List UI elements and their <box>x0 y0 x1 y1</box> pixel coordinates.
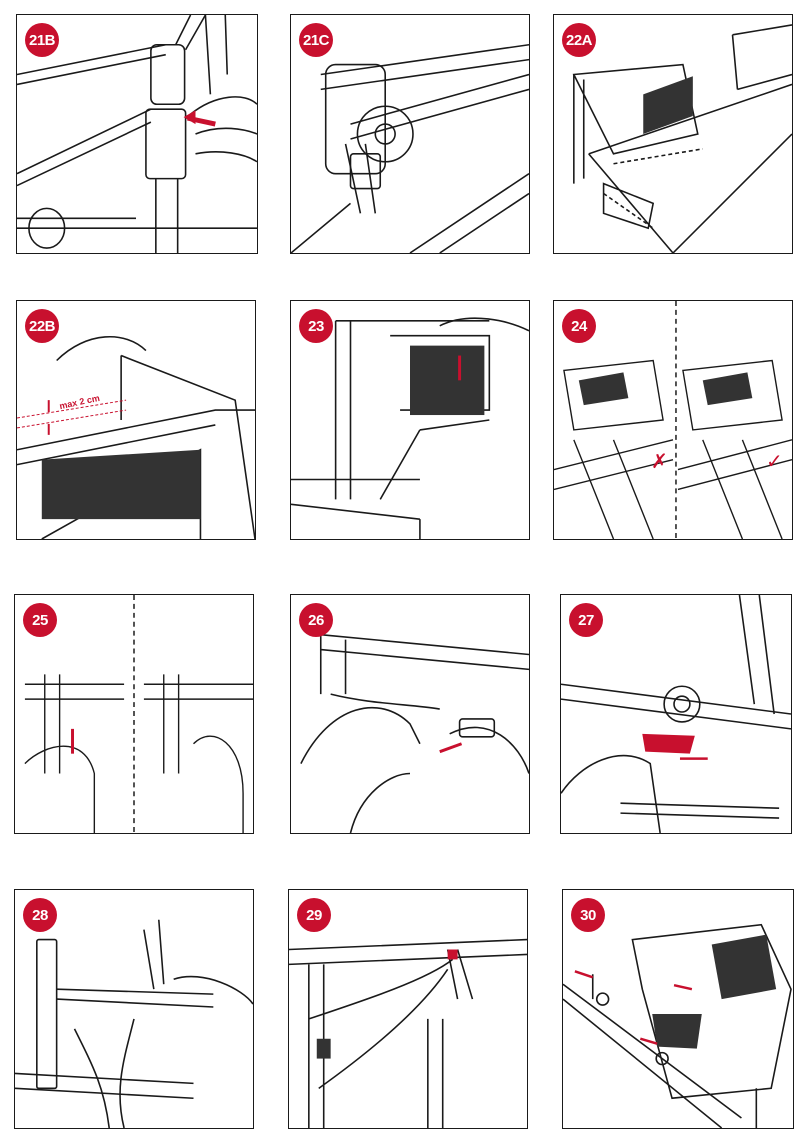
step-panel-27: 27 <box>560 594 792 834</box>
illustration-strap-pull <box>561 595 791 833</box>
illustration-hinge-lock <box>291 43 529 253</box>
step-panel-22a: 22A <box>553 14 793 254</box>
step-badge: 24 <box>562 309 596 343</box>
step-panel-21b: 21B <box>16 14 258 254</box>
step-panel-29: 29 <box>288 889 528 1129</box>
illustration-frame-latch <box>17 15 257 253</box>
right-mark: ✓ <box>766 449 783 473</box>
step-badge: 22A <box>562 23 596 57</box>
step-panel-26: 26 <box>290 594 530 834</box>
step-badge: 27 <box>569 603 603 637</box>
step-panel-25: 25 <box>14 594 254 834</box>
illustration-storage-slide <box>15 919 253 1128</box>
step-badge: 28 <box>23 898 57 932</box>
step-badge: 26 <box>299 603 333 637</box>
illustration-release-lever <box>24 595 253 833</box>
step-panel-30: 30 <box>562 889 794 1129</box>
step-badge: 25 <box>23 603 57 637</box>
step-panel-23: 23 <box>290 300 530 540</box>
step-panel-24: 24 ✗ ✓ <box>553 300 793 540</box>
step-panel-21c: 21C <box>290 14 530 254</box>
step-panel-22b: 22B max 2 cm <box>16 300 256 540</box>
step-badge: 21B <box>25 23 59 57</box>
step-badge: 23 <box>299 309 333 343</box>
step-badge: 30 <box>571 898 605 932</box>
wrong-mark: ✗ <box>651 449 668 473</box>
illustration-bed-attach <box>572 24 792 253</box>
step-badge: 29 <box>297 898 331 932</box>
illustration-buckle-connect <box>300 633 529 833</box>
step-panel-28: 28 <box>14 889 254 1129</box>
illustration-floor-position <box>554 301 792 539</box>
illustration-height-adjust <box>291 317 529 539</box>
illustration-strap-route <box>289 938 527 1128</box>
step-badge: 21C <box>299 23 333 57</box>
illustration-bassinet-storage <box>563 923 792 1128</box>
illustration-gap-check <box>17 335 255 539</box>
step-badge: 22B <box>25 309 59 343</box>
